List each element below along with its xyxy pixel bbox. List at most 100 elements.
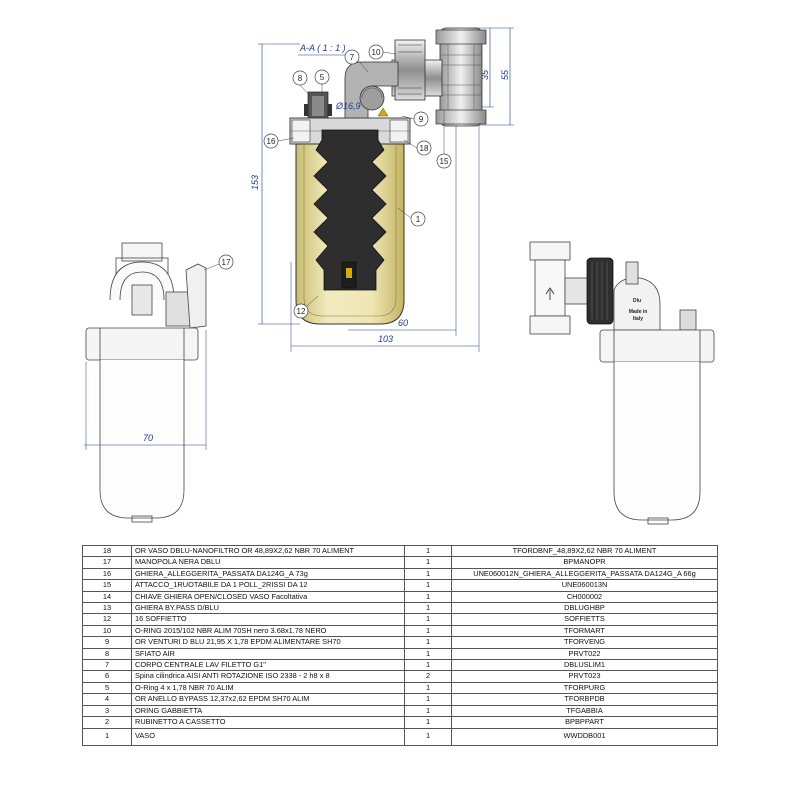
part-quantity: 1 xyxy=(404,704,452,718)
part-number: 1 xyxy=(82,727,132,746)
part-number: 5 xyxy=(82,681,132,695)
part-description: OR VASO DBLU-NANOFILTRO OR 48,89X2,62 NB… xyxy=(131,544,405,558)
part-description: OR VENTURI D BLU 21,95 X 1,78 EPDM ALIME… xyxy=(131,636,405,649)
part-quantity: 1 xyxy=(404,567,452,581)
part-description: RUBINETTO A CASSETTO xyxy=(131,716,405,729)
part-quantity: 2 xyxy=(404,670,452,683)
part-number: 8 xyxy=(82,647,132,661)
left-view xyxy=(84,242,207,523)
part-number: 18 xyxy=(82,544,132,558)
part-number: 4 xyxy=(82,693,132,706)
part-description: ORING GABBIETTA xyxy=(131,704,405,718)
part-quantity: 1 xyxy=(404,681,452,695)
part-description: OR ANELLO BYPASS 12,37x2,62 EPDM SH70 AL… xyxy=(131,693,405,706)
callout-8: 8 xyxy=(298,74,303,83)
part-code: PRVT023 xyxy=(451,670,718,683)
part-description: O-RING 2015/102 NBR ALIM 70SH nero 3.68x… xyxy=(131,624,405,638)
part-number: 17 xyxy=(82,556,132,569)
part-description: CHIAVE GHIERA OPEN/CLOSED VASO Facoltati… xyxy=(131,590,405,604)
made-in-text: Made in xyxy=(629,309,648,315)
part-code: BPMANOPR xyxy=(451,556,718,569)
part-code: BPBPPART xyxy=(451,716,718,729)
callout-9: 9 xyxy=(419,115,424,124)
part-description: MANOPOLA NERA DBLU xyxy=(131,556,405,569)
part-description: 16 SOFFIETTO xyxy=(131,613,405,626)
part-number: 3 xyxy=(82,704,132,718)
part-code: TFORBPDB xyxy=(451,693,718,706)
part-description: Spina cilindrica AISI ANTI ROTAZIONE ISO… xyxy=(131,670,405,683)
part-number: 15 xyxy=(82,579,132,592)
technical-drawing: A-A ( 1 : 1 ) 153 103 60 35 55 xyxy=(84,27,715,525)
callout-1: 1 xyxy=(416,215,421,224)
callout-18: 18 xyxy=(420,144,429,153)
part-quantity: 1 xyxy=(404,636,452,649)
section-view: A-A ( 1 : 1 ) 153 103 60 35 55 xyxy=(250,27,514,352)
part-number: 9 xyxy=(82,636,132,649)
part-quantity: 1 xyxy=(404,556,452,569)
part-description: VASO xyxy=(131,727,405,746)
part-code: DBLUSLIM1 xyxy=(451,659,718,672)
part-code: TFGABBIA xyxy=(451,704,718,718)
italy-text: Italy xyxy=(633,316,643,322)
part-number: 10 xyxy=(82,624,132,638)
part-quantity: 1 xyxy=(404,613,452,626)
dim-103: 103 xyxy=(378,334,393,344)
part-quantity: 1 xyxy=(404,693,452,706)
callout-15: 15 xyxy=(440,157,449,166)
part-code: TFORPURG xyxy=(451,681,718,695)
part-description: ATTACCO_1RUOTABILE DA 1 POLL_2RISSI DA 1… xyxy=(131,579,405,592)
part-quantity: 1 xyxy=(404,602,452,615)
part-code: WWDDB001 xyxy=(451,727,718,746)
callout-7: 7 xyxy=(350,53,355,62)
part-number: 12 xyxy=(82,613,132,626)
part-quantity: 1 xyxy=(404,716,452,729)
logo-text: Dlu xyxy=(633,298,641,304)
part-code: PRVT022 xyxy=(451,647,718,661)
dim-70: 70 xyxy=(143,433,153,443)
part-quantity: 1 xyxy=(404,727,452,746)
part-description: GHIERA BY.PASS D/BLU xyxy=(131,602,405,615)
part-number: 7 xyxy=(82,659,132,672)
callout-17: 17 xyxy=(222,258,231,267)
dim-35: 35 xyxy=(480,69,490,80)
callout-10: 10 xyxy=(372,48,381,57)
part-number: 16 xyxy=(82,567,132,581)
part-description: CORPO CENTRALE LAV FILETTO G1" xyxy=(131,659,405,672)
part-quantity: 1 xyxy=(404,579,452,592)
part-quantity: 1 xyxy=(404,544,452,558)
part-code: TFORVENG xyxy=(451,636,718,649)
dim-153: 153 xyxy=(250,175,260,190)
part-code: CH000002 xyxy=(451,590,718,604)
part-code: UNE060013N xyxy=(451,579,718,592)
callout-5: 5 xyxy=(320,73,325,82)
callout-12: 12 xyxy=(297,307,306,316)
right-view xyxy=(529,241,715,525)
dim-55: 55 xyxy=(500,69,510,80)
part-code: DBLUGHBP xyxy=(451,602,718,615)
part-code: TFORMART xyxy=(451,624,718,638)
part-number: 2 xyxy=(82,716,132,729)
part-number: 14 xyxy=(82,590,132,604)
bellows xyxy=(313,129,387,291)
part-description: O-Ring 4 x 1,78 NBR 70 ALIM xyxy=(131,681,405,695)
part-quantity: 1 xyxy=(404,647,452,661)
part-quantity: 1 xyxy=(404,659,452,672)
part-code: UNE060012N_GHIERA_ALLEGGERITA_PASSATA DA… xyxy=(451,567,718,581)
part-code: TFORDBNF_48,89X2,62 NBR 70 ALIMENT xyxy=(451,544,718,558)
part-number: 6 xyxy=(82,670,132,683)
